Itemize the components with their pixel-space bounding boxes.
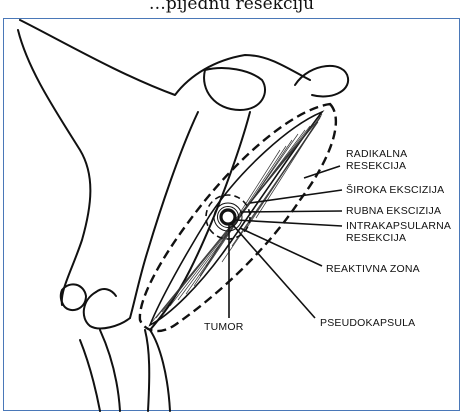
label-intrakapsularna-line2: RESEKCIJA bbox=[346, 232, 406, 244]
label-pseudokapsula: PSEUDOKAPSULA bbox=[320, 317, 415, 329]
muscle-fibers bbox=[152, 114, 322, 322]
label-intrakapsularna-line1: INTRAKAPSULARNA bbox=[346, 220, 451, 232]
label-tumor: TUMOR bbox=[204, 321, 244, 333]
label-radikalna-resekcija-line2: RESEKCIJA bbox=[346, 160, 406, 172]
bone-outline bbox=[18, 20, 348, 411]
tumor-pseudocapsule bbox=[221, 210, 235, 224]
label-rubna-ekscizija: RUBNA EKSCIZIJA bbox=[346, 205, 441, 217]
leader-lines bbox=[229, 166, 342, 318]
label-reaktivna-zona: REAKTIVNA ZONA bbox=[326, 263, 420, 275]
label-radikalna-resekcija-line1: RADIKALNA bbox=[346, 148, 407, 160]
label-siroka-ekscizija: ŠIROKA EKSCIZIJA bbox=[346, 183, 444, 196]
